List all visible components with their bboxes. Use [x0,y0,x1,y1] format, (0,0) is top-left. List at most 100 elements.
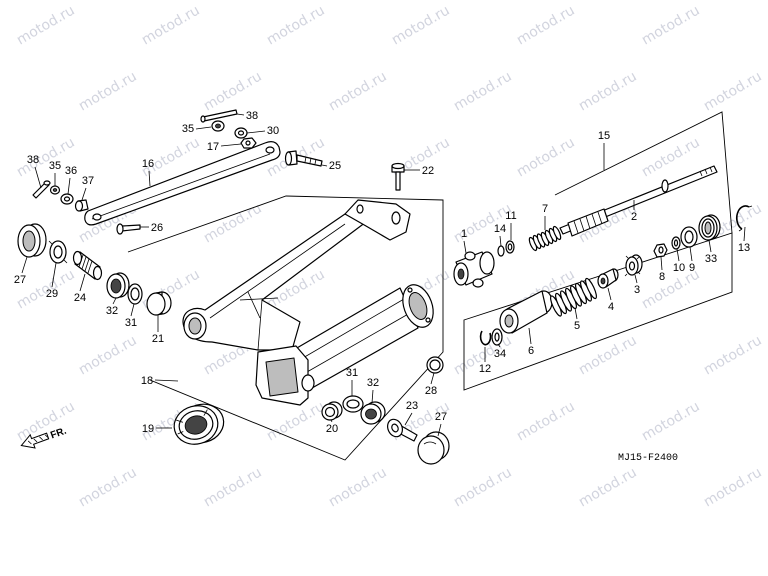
leader-line [81,187,87,201]
callout-27-left: 27 [14,274,26,286]
leader-line [437,423,442,437]
leader-line [404,412,413,426]
leader-line [463,240,467,254]
callout-12: 12 [479,363,491,375]
watermark-text: motod.ru [639,134,703,180]
callout-34: 34 [494,348,506,360]
callout-11: 11 [505,210,516,222]
watermark-text: motod.ru [326,464,390,510]
leader-line [607,287,612,301]
ring-10 [671,236,681,250]
leader-line [660,256,663,271]
ring-28 [426,356,444,374]
watermark-text: motod.ru [576,332,640,378]
ring-31-lower [342,395,364,413]
pivot-pin-24 [72,250,103,281]
callout-32-left: 32 [106,305,118,317]
watermark-text: motod.ru [576,68,640,114]
leader-line [330,419,333,423]
watermark-text: motod.ru [14,2,78,48]
bearing-32-lower [360,401,386,425]
callout-25: 25 [329,160,341,172]
callout-1: 1 [461,228,467,240]
leader-line [371,389,374,404]
callout-3: 3 [634,284,640,296]
cap-27-lower [417,431,450,465]
leader-line [154,379,179,382]
bolt-23 [387,418,418,442]
seal-27-left [17,223,47,258]
boot-19 [173,403,225,445]
leader-line [676,248,680,262]
watermark-text: motod.ru [76,332,140,378]
leader-line [499,235,502,247]
callout-38-left: 38 [27,154,39,166]
spring-5 [550,277,597,317]
joint-collar-3 [624,254,643,277]
callout-29: 29 [46,288,58,300]
bolt-22 [391,162,405,191]
callout-38-upper: 38 [246,110,258,122]
callout-labels: 38 35 30 17 16 25 22 38 35 36 37 26 27 2… [14,110,750,435]
leader-line [528,327,532,345]
callout-24: 24 [74,292,86,304]
washer-30 [234,127,248,139]
joint-group-frame [463,232,733,391]
nut-8 [653,243,668,258]
leader-line [51,262,57,288]
leader-line [79,273,86,292]
washer-36 [60,193,74,205]
leader-line [236,113,245,116]
joint-part-4 [597,268,619,289]
watermark-text: motod.ru [326,68,390,114]
leader-line [634,274,638,284]
callout-15: 15 [598,130,610,142]
swingarm-group-frame [127,195,444,461]
callout-8: 8 [659,271,665,283]
watermark-text: motod.ru [139,2,203,48]
callout-22: 22 [422,165,434,177]
watermark-text: motod.ru [76,68,140,114]
callout-33: 33 [705,253,717,265]
sleeve-6 [499,290,553,334]
callout-26: 26 [151,222,163,234]
bearing-32-left [106,272,130,299]
ring-14 [497,245,505,257]
leader-line [21,256,28,274]
seal-33 [698,214,721,241]
spring-7 [528,225,562,252]
leader-line [130,303,135,317]
callout-16: 16 [142,158,154,170]
callout-10: 10 [673,262,685,274]
leader-line [220,143,242,147]
leader-line [497,343,501,348]
watermark-text: motod.ru [701,464,765,510]
front-marker-label: FR. [49,426,68,442]
leader-line [67,177,71,195]
callout-7: 7 [542,203,548,215]
cap-21 [146,291,172,316]
watermark-layer: motod.ru motod.ru motod.ru motod.ru motod.ru… [14,2,765,510]
callout-2: 2 [631,211,637,223]
leader-line [689,246,693,262]
snap-ring-12 [479,330,492,346]
callout-17: 17 [207,141,219,153]
callout-28: 28 [425,385,437,397]
collar-29 [48,240,68,264]
torque-link-16 [84,141,281,226]
watermark-text: motod.ru [451,464,515,510]
watermark-text: motod.ru [514,398,578,444]
callout-31-lower: 31 [346,367,358,379]
callout-30: 30 [267,125,279,137]
leader-line [148,170,151,187]
watermark-text: motod.ru [576,464,640,510]
callout-5: 5 [574,320,580,332]
leader-line [246,130,266,134]
leader-line [574,307,578,320]
cap-nut-37 [74,199,89,212]
leader-line [743,226,746,242]
callout-23: 23 [406,400,418,412]
callout-9: 9 [689,262,695,274]
front-arrow-icon [20,432,50,449]
